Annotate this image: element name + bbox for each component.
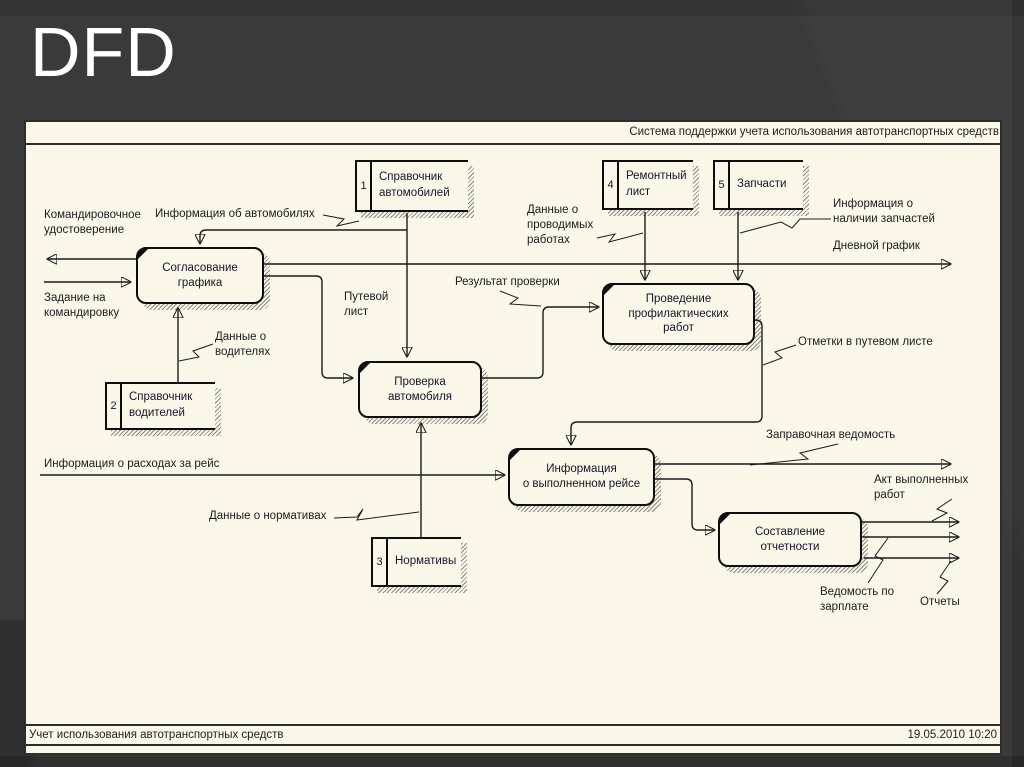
datastore-number: 4 xyxy=(604,162,619,208)
flow-label-zapravochnaya: Заправочная ведомость xyxy=(766,429,896,441)
flow-label-dannye-o-voditelyah: Данные о водителях xyxy=(215,331,271,358)
background-facet xyxy=(1012,0,1024,767)
background-facet xyxy=(0,756,1024,767)
process-proverka-avtomobilya: Проверка автомобиля xyxy=(358,361,488,424)
diagram-header-title: Система поддержки учета использования ав… xyxy=(26,122,1000,145)
flow-label-dnevnoy-grafik: Дневной график xyxy=(833,240,920,252)
process-soglasovanie-grafika: Согласование графика xyxy=(136,247,270,310)
flow-label-akt-rabot: Акт выполненных работ xyxy=(874,474,969,501)
datastore-label: Справочник автомобилей xyxy=(379,171,450,199)
datastore-number: 2 xyxy=(107,384,122,428)
flow-label-putevoy-list: Путевой лист xyxy=(344,291,389,318)
diagram-footer: Учет использования автотранспортных сред… xyxy=(26,724,1000,746)
datastore-label: Ремонтный лист xyxy=(626,170,687,198)
datastore-number: 1 xyxy=(357,162,372,210)
process-sostavlenie-otchetnosti: Составление отчетности xyxy=(718,512,868,573)
diagram-footer-date: 19.05.2010 10:20 xyxy=(907,729,997,741)
flow-label-dannye-o-normativah: Данные о нормативах xyxy=(209,510,327,522)
diagram-footer-title: Учет использования автотранспортных сред… xyxy=(29,729,284,741)
flow-label-info-o-zapchastyah: Информация о наличии запчастей xyxy=(833,198,935,225)
datastore-spravochnik-avtomobiley: 1 Справочник автомобилей xyxy=(355,160,474,218)
datastore-number: 5 xyxy=(715,162,730,208)
process-provedenie-rabot: Проведение профилактических работ xyxy=(602,283,761,351)
datastore-zapchasti: 5 Запчасти xyxy=(713,160,809,216)
datastore-number: 3 xyxy=(373,539,388,585)
datastore-label: Запчасти xyxy=(737,178,787,191)
flow-label-rezultat-proverki: Результат проверки xyxy=(455,276,560,288)
flow-label-info-ob-avtomobilyah: Информация об автомобилях xyxy=(155,208,315,220)
datastore-remontny-list: 4 Ремонтный лист xyxy=(602,160,699,216)
process-informaciya-o-reyse: Информация о выполненном рейсе xyxy=(508,448,661,512)
flow-label-komandirovochnoe: Командировочное удостоверение xyxy=(44,209,141,236)
flow-label-dannye-o-rabotah: Данные о проводимых работах xyxy=(527,204,594,246)
datastore-normativy: 3 Нормативы xyxy=(371,537,467,593)
slide-title: DFD xyxy=(30,13,177,91)
dfd-sheet: Система поддержки учета использования ав… xyxy=(24,120,1002,755)
datastore-spravochnik-voditeley: 2 Справочник водителей xyxy=(105,382,221,436)
datastore-label: Нормативы xyxy=(395,555,457,568)
flow-label-zadanie: Задание на командировку xyxy=(44,292,120,319)
flow-label-info-o-rashodah: Информация о расходах за рейс xyxy=(44,458,220,470)
flow-label-otmetki: Отметки в путевом листе xyxy=(798,336,933,348)
flow-label-otchety: Отчеты xyxy=(920,596,960,608)
flow-label-vedomost-zarplata: Ведомость по зарплате xyxy=(820,586,895,613)
datastore-label: Справочник водителей xyxy=(129,391,193,419)
